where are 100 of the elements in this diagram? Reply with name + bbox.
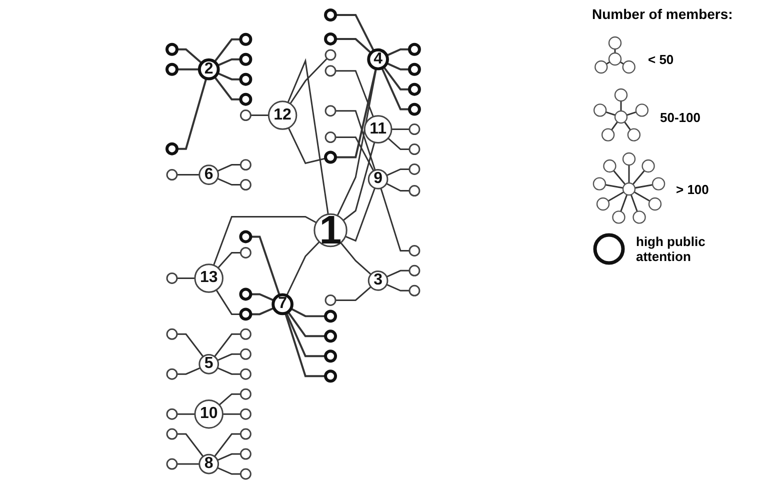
connector — [214, 333, 240, 358]
connector — [250, 307, 274, 316]
node-circle — [238, 288, 252, 301]
connector — [284, 312, 326, 378]
node-circle — [324, 310, 337, 323]
node-circle — [240, 368, 252, 380]
connector — [216, 467, 240, 475]
connector — [335, 136, 374, 172]
node-circle — [368, 169, 388, 190]
node-circle — [238, 230, 252, 244]
network-diagram: 2 4 11 9 1 12 3 6 13 7 5 10 8 — [158, 2, 428, 487]
connector — [391, 128, 410, 130]
connector — [382, 66, 410, 90]
connector — [217, 252, 240, 268]
connector — [176, 174, 200, 176]
node-circle — [408, 264, 420, 276]
connector — [335, 38, 372, 54]
connector — [386, 270, 410, 278]
connector — [214, 433, 240, 457]
node-circle — [240, 428, 252, 440]
connector — [340, 242, 372, 275]
connector — [380, 68, 410, 110]
node-circle — [240, 408, 252, 420]
node-circle — [165, 62, 178, 76]
connector — [287, 58, 329, 214]
node-circle — [408, 124, 420, 136]
connector — [386, 182, 410, 192]
connector — [335, 14, 374, 52]
node-circle — [165, 142, 178, 156]
connector — [176, 333, 204, 358]
node-circle — [240, 179, 252, 191]
node-circle — [324, 150, 337, 164]
connector — [212, 216, 316, 266]
connector — [176, 277, 195, 279]
connector — [290, 308, 326, 318]
connector — [286, 241, 320, 296]
connector — [216, 58, 240, 66]
connector — [176, 413, 195, 415]
connector — [386, 284, 410, 292]
node-circle — [238, 52, 252, 66]
node-circle — [240, 246, 252, 258]
connector — [214, 76, 240, 100]
node-circle — [166, 169, 178, 181]
connector — [250, 236, 280, 296]
connector — [214, 38, 240, 62]
node-circle — [238, 72, 252, 86]
node-circle — [166, 328, 178, 340]
node-circle — [324, 8, 337, 22]
node-circle — [240, 328, 252, 340]
connector — [176, 433, 204, 457]
node-circle — [166, 408, 178, 420]
legend-heading: Number of members: — [592, 6, 733, 22]
node-circle — [198, 164, 219, 185]
node-circle — [408, 82, 421, 96]
connector — [216, 367, 240, 375]
node-circle — [408, 164, 420, 175]
connector — [287, 311, 326, 338]
node-circle — [324, 132, 336, 144]
node-circle — [366, 48, 389, 70]
node-circle — [324, 32, 337, 46]
connector — [387, 138, 410, 150]
node-circle — [240, 468, 252, 480]
node-circle — [324, 49, 336, 61]
legend-label: > 100 — [676, 182, 709, 196]
node-circle — [324, 105, 336, 117]
connector — [176, 463, 200, 465]
connector — [335, 68, 377, 158]
connector — [176, 78, 207, 150]
connector — [285, 312, 326, 358]
connector — [176, 367, 200, 375]
node-circle — [194, 264, 224, 293]
connector — [386, 62, 410, 70]
node-circle — [324, 294, 336, 306]
node-circle — [166, 428, 178, 440]
connector — [335, 286, 372, 301]
node-circle — [324, 65, 336, 77]
connector — [216, 164, 240, 172]
connector — [250, 114, 268, 116]
connector — [336, 68, 377, 216]
node-circle — [368, 270, 388, 291]
connector — [335, 70, 374, 117]
connector — [386, 48, 410, 56]
node-circle — [194, 399, 224, 429]
connector — [216, 353, 240, 362]
node-circle — [238, 92, 252, 106]
connector — [215, 290, 240, 315]
node-circle — [324, 350, 337, 363]
node-circle — [313, 213, 348, 248]
node-circle — [166, 272, 178, 284]
connector — [380, 188, 410, 252]
legend-label: high public attention — [636, 234, 706, 264]
node-circle — [268, 100, 297, 130]
node-circle — [408, 102, 421, 116]
node-circle — [271, 293, 294, 316]
connector — [386, 168, 410, 176]
connector — [342, 142, 375, 221]
node-circle — [240, 388, 252, 400]
node-circle — [238, 32, 252, 46]
connector — [176, 48, 202, 64]
legend-label: 50-100 — [660, 110, 700, 124]
